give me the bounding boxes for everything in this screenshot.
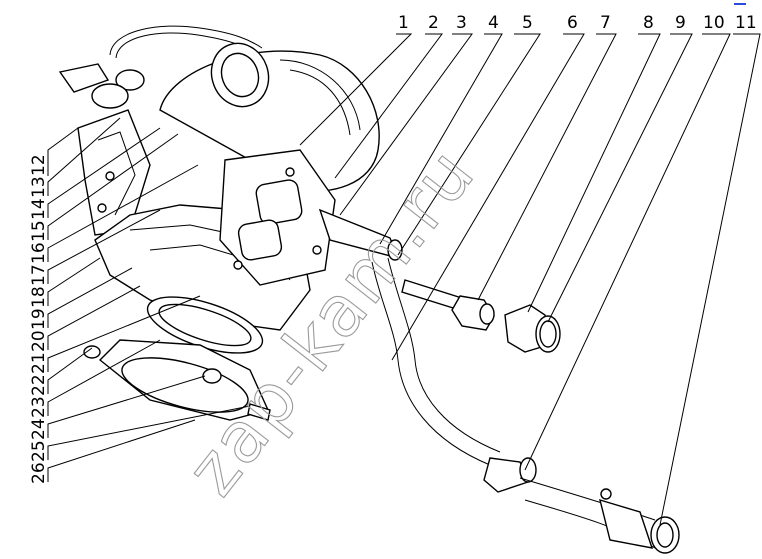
callout-19: 19	[29, 308, 49, 330]
callout-7: 7	[600, 13, 611, 33]
callout-5: 5	[522, 13, 533, 33]
callout-9: 9	[675, 13, 686, 33]
callout-22: 22	[29, 374, 49, 396]
callout-10: 10	[703, 13, 725, 33]
turbocharger-assembly	[58, 25, 680, 554]
callout-14: 14	[29, 198, 49, 220]
callout-18: 18	[29, 286, 49, 308]
callout-23: 23	[29, 396, 49, 418]
callout-24: 24	[29, 418, 49, 440]
callout-20: 20	[29, 330, 49, 352]
callout-8: 8	[643, 13, 654, 33]
callout-25: 25	[29, 440, 49, 462]
callout-16: 16	[29, 242, 49, 264]
callout-21: 21	[29, 352, 49, 374]
callout-11: 11	[735, 13, 757, 33]
callout-6: 6	[567, 13, 578, 33]
callout-13: 13	[29, 176, 49, 198]
callouts-left: 12 13 14 15 16 17 18 19 20 21 22 23 24 2…	[29, 154, 49, 484]
callout-15: 15	[29, 220, 49, 242]
callout-26: 26	[29, 462, 49, 484]
callout-12: 12	[29, 154, 49, 176]
callout-1: 1	[398, 13, 409, 33]
callout-17: 17	[29, 264, 49, 286]
corner-mark	[734, 3, 746, 5]
callouts-top: 1 2 3 4 5 6 7 8 9 10 11	[398, 13, 757, 33]
leader-lines	[47, 33, 761, 526]
callout-3: 3	[456, 13, 467, 33]
callout-4: 4	[488, 13, 499, 33]
callout-2: 2	[428, 13, 439, 33]
